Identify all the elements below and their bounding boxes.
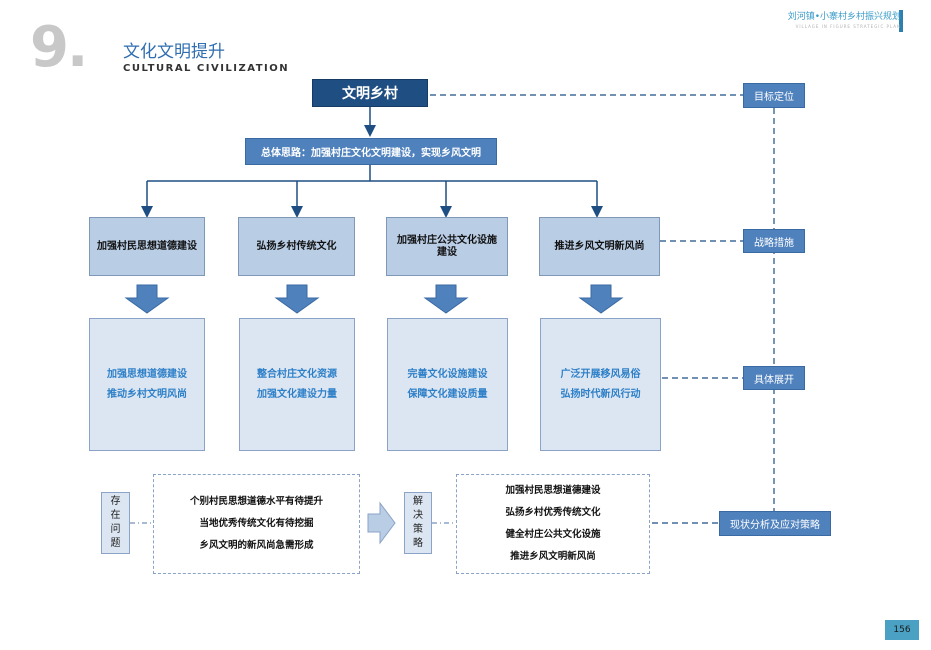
- problems-box: 个别村民思想道德水平有待提升 当地优秀传统文化有待挖掘 乡风文明的新风尚急需形成: [153, 474, 360, 574]
- problem-item: 乡风文明的新风尚急需形成: [199, 540, 314, 551]
- solution-label-char: 解: [413, 496, 423, 507]
- solution-label-char: 略: [413, 538, 423, 549]
- brand-subtitle: VILLAGE IN FIGURE STRATEGIC PLAN: [795, 24, 901, 29]
- block-arrow-4: [578, 284, 624, 314]
- problem-item: 个别村民思想道德水平有待提升: [189, 496, 323, 507]
- problem-label-char: 在: [110, 510, 121, 521]
- section-number: 9.: [30, 15, 88, 80]
- solution-label-char: 决: [413, 510, 423, 521]
- solution-item: 推进乡风文明新风尚: [510, 551, 596, 562]
- section-title: 文化文明提升: [123, 42, 225, 62]
- detail-line: 推动乡村文明风尚: [107, 388, 187, 400]
- side-label-measures: 战略措施: [743, 229, 805, 253]
- measure-box-4: 推进乡风文明新风尚: [539, 217, 660, 276]
- strategy-box: 总体思路：加强村庄文化文明建设，实现乡风文明: [245, 138, 497, 165]
- page-number: 156: [885, 620, 919, 640]
- side-label-goal: 目标定位: [743, 83, 805, 108]
- section-subtitle: CULTURAL CIVILIZATION: [123, 63, 290, 74]
- measure-box-1: 加强村民思想道德建设: [89, 217, 205, 276]
- detail-box-1: 加强思想道德建设 推动乡村文明风尚: [89, 318, 205, 451]
- detail-line: 加强思想道德建设: [107, 368, 187, 380]
- brand-title: 刘河镇•小寨村乡村振兴规划: [787, 12, 901, 22]
- detail-box-3: 完善文化设施建设 保障文化建设质量: [387, 318, 508, 451]
- side-label-analysis: 现状分析及应对策略: [719, 511, 831, 536]
- solution-item: 弘扬乡村优秀传统文化: [505, 507, 601, 518]
- problem-label-char: 题: [110, 538, 121, 549]
- brand-accent-bar: [899, 10, 903, 32]
- detail-line: 整合村庄文化资源: [257, 368, 337, 380]
- solution-label-char: 策: [413, 524, 423, 535]
- detail-line: 广泛开展移风易俗: [560, 368, 641, 380]
- block-arrow-1: [124, 284, 170, 314]
- detail-line: 加强文化建设力量: [257, 388, 337, 400]
- block-arrow-2: [274, 284, 320, 314]
- solution-item: 健全村庄公共文化设施: [505, 529, 601, 540]
- solution-item: 加强村民思想道德建设: [505, 485, 601, 496]
- detail-line: 保障文化建设质量: [407, 388, 488, 400]
- solutions-box: 加强村民思想道德建设 弘扬乡村优秀传统文化 健全村庄公共文化设施 推进乡风文明新…: [456, 474, 650, 574]
- problem-label-char: 存: [110, 496, 121, 507]
- solution-label: 解 决 策 略: [404, 492, 432, 554]
- problem-label: 存 在 问 题: [101, 492, 130, 554]
- detail-line: 完善文化设施建设: [407, 368, 488, 380]
- problem-label-char: 问: [110, 524, 121, 535]
- block-arrow-3: [423, 284, 469, 314]
- hollow-arrow: [367, 501, 396, 545]
- brand-block: 刘河镇•小寨村乡村振兴规划 VILLAGE IN FIGURE STRATEGI…: [788, 11, 901, 30]
- top-goal-box: 文明乡村: [312, 79, 428, 107]
- detail-box-2: 整合村庄文化资源 加强文化建设力量: [239, 318, 355, 451]
- detail-line: 弘扬时代新风行动: [560, 388, 641, 400]
- side-label-details: 具体展开: [743, 366, 805, 390]
- detail-box-4: 广泛开展移风易俗 弘扬时代新风行动: [540, 318, 661, 451]
- measure-box-3: 加强村庄公共文化设施建设: [386, 217, 508, 276]
- problem-item: 当地优秀传统文化有待挖掘: [199, 518, 314, 529]
- measure-box-2: 弘扬乡村传统文化: [238, 217, 355, 276]
